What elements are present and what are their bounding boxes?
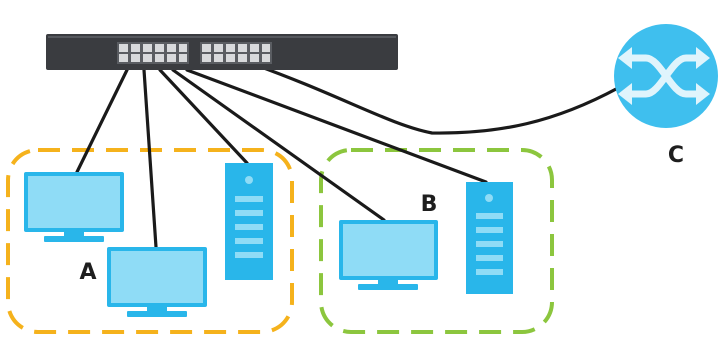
group-b-outline: [319, 148, 554, 334]
cable-to-monitor-a2: [142, 68, 158, 249]
desktop-monitor-icon: [339, 220, 438, 290]
cables: [75, 61, 620, 249]
label-router: C: [668, 143, 684, 168]
label-group-b: B: [421, 192, 438, 217]
cable-to-router: [248, 61, 620, 135]
cable-to-server-a: [158, 68, 249, 165]
label-group-a: A: [79, 260, 96, 285]
cable-to-monitor-a1: [75, 68, 129, 174]
cable-to-monitor-b: [171, 68, 386, 222]
desktop-monitor-icon: [24, 172, 124, 242]
desktop-monitor-icon: [107, 247, 207, 317]
server-tower-icon: [225, 163, 273, 280]
server-tower-icon: [466, 182, 513, 294]
network-switch-icon: [46, 34, 398, 70]
port-block-right: [200, 42, 272, 64]
port-block-left: [117, 42, 189, 64]
cable-to-server-b: [185, 68, 488, 184]
router-icon: [614, 24, 718, 128]
